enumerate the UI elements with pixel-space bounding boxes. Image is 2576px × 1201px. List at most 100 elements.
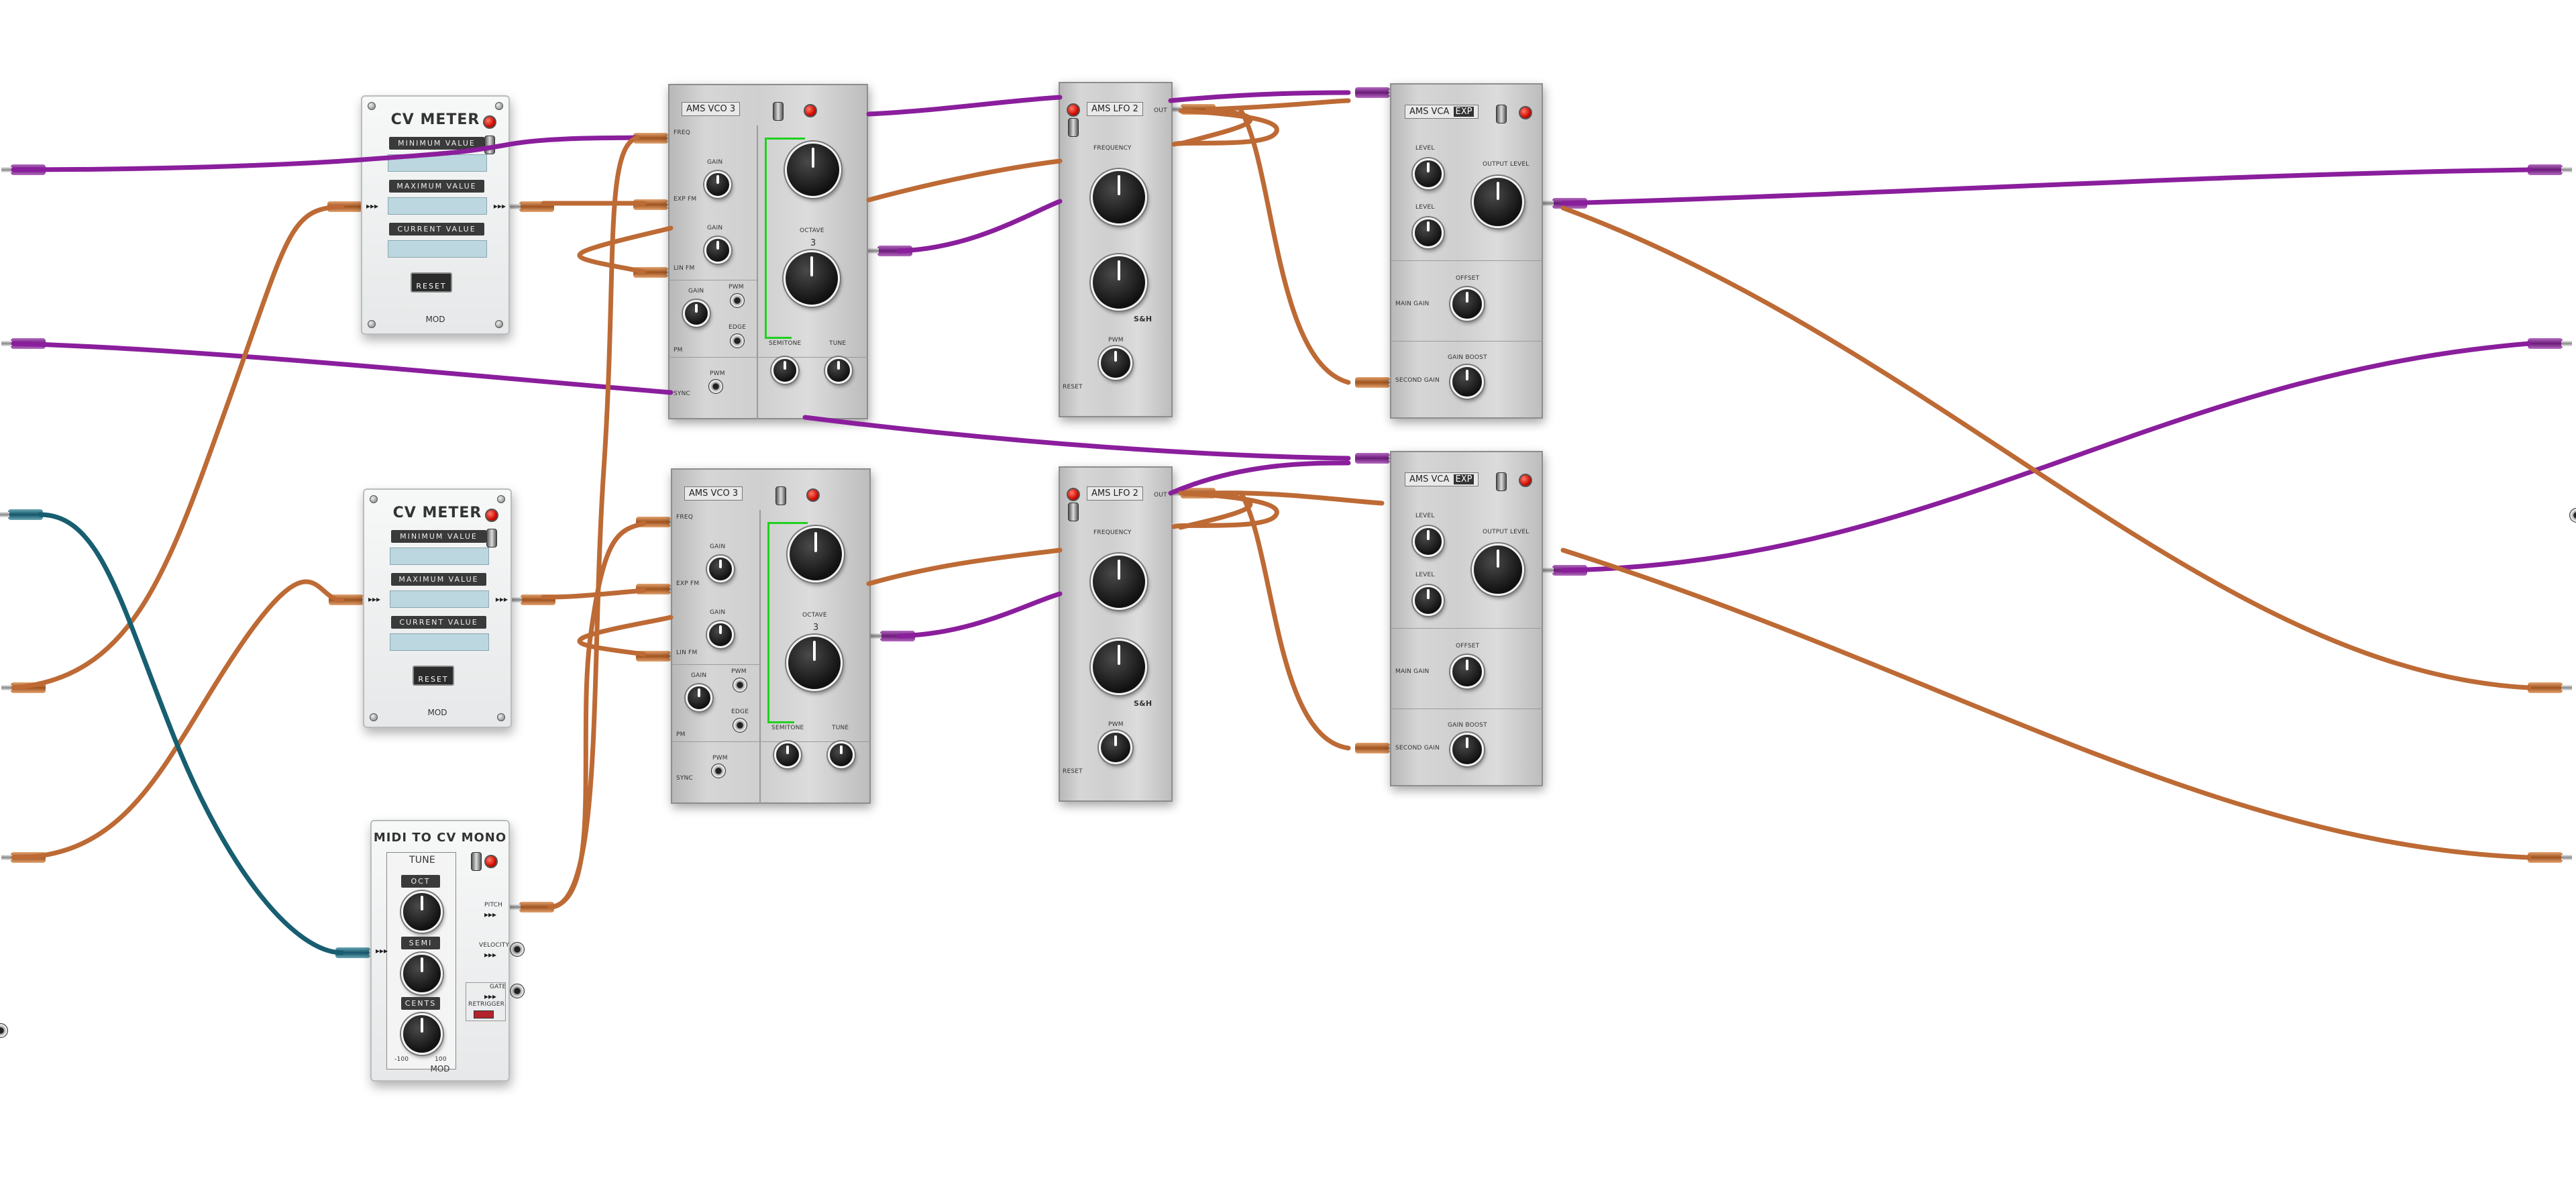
vca-1-second-gain-plug[interactable] xyxy=(1355,377,1399,388)
frequency-knob[interactable] xyxy=(1091,169,1147,225)
gain-boost-knob[interactable] xyxy=(1450,365,1484,399)
bypass-toggle[interactable] xyxy=(773,102,784,121)
tune-knob[interactable] xyxy=(828,741,855,768)
bypass-toggle[interactable] xyxy=(1496,105,1507,123)
vco-1-freq-plug[interactable] xyxy=(633,133,678,144)
midi-in-plug[interactable] xyxy=(335,947,380,958)
cents-knob[interactable] xyxy=(401,1013,443,1055)
lfo-1-out-plug[interactable] xyxy=(1171,104,1216,115)
exp-fm-gain-knob[interactable] xyxy=(704,171,731,198)
plug-right-2[interactable] xyxy=(2528,338,2572,349)
lfo-1[interactable]: AMS LFO 2 OUT FREQUENCY S&H PWM RESET xyxy=(1059,82,1173,417)
waveform-knob[interactable] xyxy=(1091,254,1147,311)
cv-meter-2-in-plug[interactable] xyxy=(329,594,373,605)
vca-2-second-gain-plug[interactable] xyxy=(1355,743,1399,753)
cv-meter-2[interactable]: CV METER MINIMUM VALUE MAXIMUM VALUE CUR… xyxy=(363,488,512,728)
cv-meter-1-in-plug[interactable] xyxy=(327,201,372,212)
vca-2-out-plug[interactable] xyxy=(1543,565,1587,576)
bypass-toggle[interactable] xyxy=(471,852,482,871)
vco-1-linfm-plug[interactable] xyxy=(633,267,678,278)
vco-2-expfm-plug[interactable] xyxy=(636,584,680,594)
lin-fm-gain-knob[interactable] xyxy=(707,621,734,648)
midi-to-cv-mono[interactable]: MIDI TO CV MONO TUNE OCT SEMI CENTS -100… xyxy=(370,820,510,1082)
octave-knob[interactable] xyxy=(784,250,840,307)
vco-2-out-plug[interactable] xyxy=(871,631,915,641)
tune-knob[interactable] xyxy=(825,357,852,384)
bypass-toggle[interactable] xyxy=(1496,472,1507,491)
vca-1-out-plug[interactable] xyxy=(1543,198,1587,209)
bypass-toggle[interactable] xyxy=(1068,503,1079,521)
oct-knob[interactable] xyxy=(401,891,443,933)
semitone-knob[interactable] xyxy=(774,741,801,768)
retrigger-switch[interactable] xyxy=(474,1010,494,1019)
pwm-jack[interactable] xyxy=(733,678,747,692)
cv-meter-1-out-plug[interactable] xyxy=(510,201,554,212)
min-value-display xyxy=(390,547,489,565)
waveform-knob[interactable] xyxy=(1091,639,1147,695)
plug-left-1[interactable] xyxy=(1,164,46,175)
lin-fm-gain-knob[interactable] xyxy=(704,237,731,264)
jack-right-3[interactable] xyxy=(2569,508,2576,523)
pwm-jack[interactable] xyxy=(730,293,745,308)
level-1-knob[interactable] xyxy=(1413,526,1444,557)
plug-right-5[interactable] xyxy=(2528,852,2572,863)
offset-knob[interactable] xyxy=(1450,287,1484,321)
pm-gain-knob[interactable] xyxy=(683,300,710,327)
waveform-knob[interactable] xyxy=(788,526,844,582)
vca-2[interactable]: AMS VCA EXP LEVEL LEVEL OUTPUT LEVEL OFF… xyxy=(1390,451,1543,786)
vco-1[interactable]: AMS VCO 3 FREQ EXP FM LIN FM PM SYNC GAI… xyxy=(668,84,868,419)
vco-2[interactable]: AMS VCO 3 FREQ EXP FM LIN FM PM SYNC GAI… xyxy=(671,468,871,804)
bypass-toggle[interactable] xyxy=(486,529,497,547)
lfo-2-out-plug[interactable] xyxy=(1171,488,1216,499)
octave-value: 3 xyxy=(813,623,819,633)
gate-jack[interactable] xyxy=(510,984,525,998)
vco-2-linfm-plug[interactable] xyxy=(636,651,680,662)
vca-2-cv-plug[interactable] xyxy=(1355,453,1399,464)
plug-left-2[interactable] xyxy=(1,338,46,349)
midi-pitch-out-plug[interactable] xyxy=(510,902,554,912)
bypass-toggle[interactable] xyxy=(484,136,495,154)
level-2-knob[interactable] xyxy=(1413,585,1444,616)
tune-label: TUNE xyxy=(829,340,847,347)
plug-left-3[interactable] xyxy=(0,509,43,520)
reset-button[interactable]: RESET xyxy=(413,666,454,686)
vco-1-expfm-plug[interactable] xyxy=(633,199,678,210)
semi-knob[interactable] xyxy=(401,953,443,994)
vco-2-freq-plug[interactable] xyxy=(636,517,680,527)
plug-right-1[interactable] xyxy=(2528,164,2572,175)
exp-fm-gain-knob[interactable] xyxy=(707,556,734,582)
waveform-knob[interactable] xyxy=(785,142,841,198)
vca-1-cv-plug[interactable] xyxy=(1355,87,1399,98)
semitone-knob[interactable] xyxy=(771,357,798,384)
cv-meter-1[interactable]: CV METER MINIMUM VALUE MAXIMUM VALUE CUR… xyxy=(361,95,510,335)
edge-jack[interactable] xyxy=(733,718,747,733)
gain-boost-knob[interactable] xyxy=(1450,733,1484,766)
velocity-jack[interactable] xyxy=(510,942,525,957)
level-2-knob[interactable] xyxy=(1413,217,1444,248)
cv-meter-2-out-plug[interactable] xyxy=(511,594,555,605)
lfo-2[interactable]: AMS LFO 2 OUT FREQUENCY S&H PWM RESET xyxy=(1059,466,1173,802)
offset-knob[interactable] xyxy=(1450,655,1484,688)
pwm-knob[interactable] xyxy=(1099,346,1132,380)
status-led xyxy=(485,509,498,522)
output-level-knob[interactable] xyxy=(1472,543,1524,596)
bypass-toggle[interactable] xyxy=(775,486,786,505)
reset-button[interactable]: RESET xyxy=(411,272,452,293)
vca-1[interactable]: AMS VCA EXP LEVEL LEVEL OUTPUT LEVEL OFF… xyxy=(1390,83,1543,419)
pwm-jack-2[interactable] xyxy=(711,764,726,778)
octave-knob[interactable] xyxy=(786,635,843,691)
edge-jack[interactable] xyxy=(730,333,745,348)
pwm-jack-2[interactable] xyxy=(708,379,723,394)
jack-left-6[interactable] xyxy=(0,1023,8,1038)
frequency-knob[interactable] xyxy=(1091,554,1147,610)
bypass-toggle[interactable] xyxy=(1068,118,1079,137)
plug-left-5[interactable] xyxy=(1,852,46,863)
level-1-knob[interactable] xyxy=(1413,158,1444,189)
pwm-knob[interactable] xyxy=(1099,731,1132,764)
pm-gain-knob[interactable] xyxy=(686,684,712,711)
cable-orange xyxy=(577,225,674,274)
vco-1-out-plug[interactable] xyxy=(868,246,912,256)
output-level-knob[interactable] xyxy=(1472,176,1524,228)
plug-left-4[interactable] xyxy=(1,682,46,693)
plug-right-4[interactable] xyxy=(2528,682,2572,693)
